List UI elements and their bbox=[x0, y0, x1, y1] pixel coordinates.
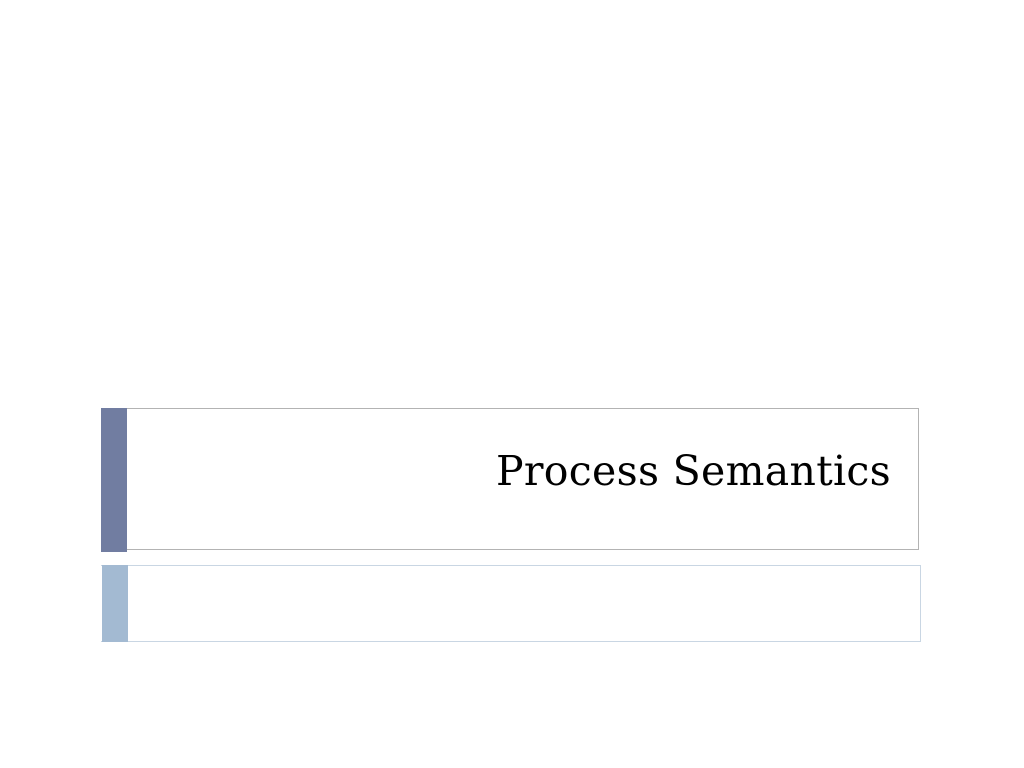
slide-title: Process Semantics bbox=[496, 447, 891, 495]
subtitle-box bbox=[101, 565, 921, 642]
subtitle-accent-bar bbox=[102, 565, 128, 642]
title-box: Process Semantics bbox=[101, 408, 919, 550]
title-accent-bar bbox=[101, 408, 127, 552]
